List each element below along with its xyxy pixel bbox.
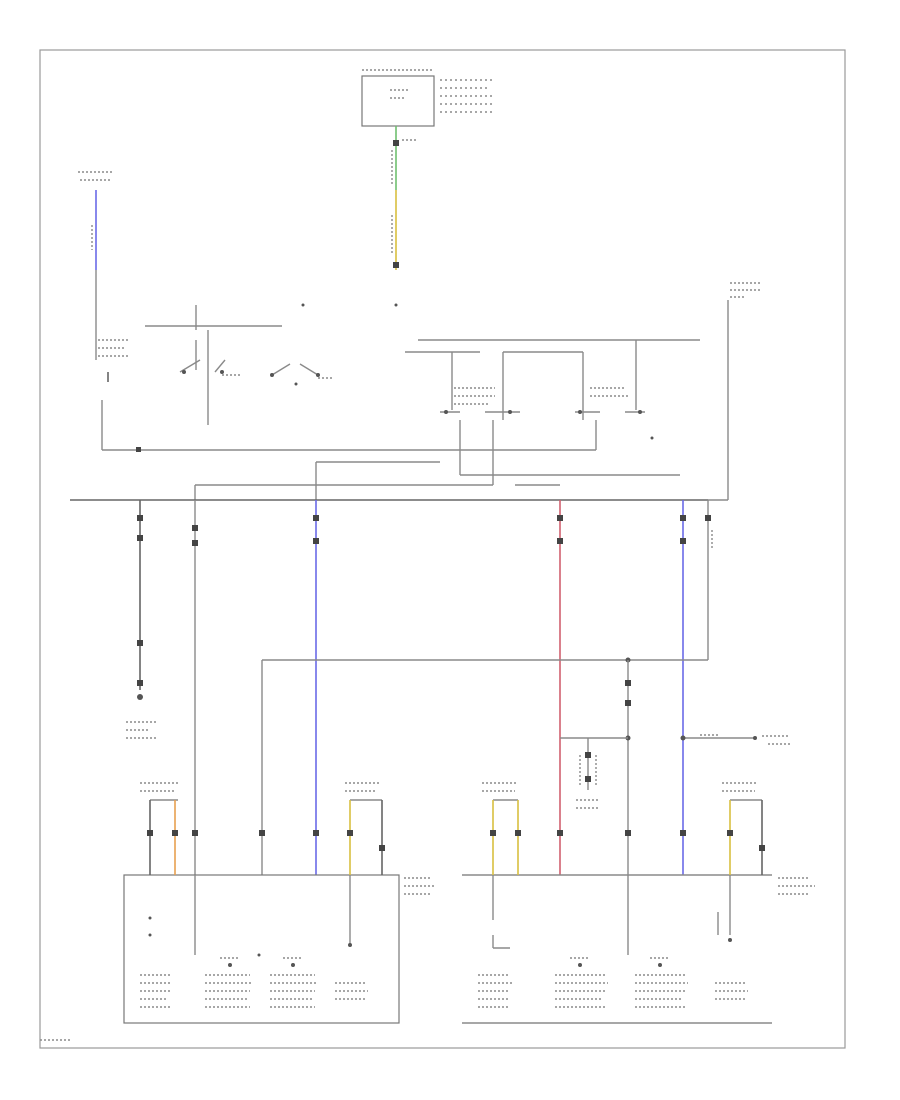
- fuse-box: [361, 69, 495, 127]
- fuse-feed-wire: [391, 126, 418, 270]
- right-module: [462, 782, 815, 1024]
- vertical-drops: [126, 500, 713, 875]
- crossover-wires: [261, 657, 790, 875]
- diagram-frame: [39, 49, 846, 1049]
- left-module: [123, 782, 435, 1024]
- left-top-lead: [78, 171, 460, 452]
- relay-section: [194, 282, 760, 501]
- switch-cluster: [145, 303, 398, 425]
